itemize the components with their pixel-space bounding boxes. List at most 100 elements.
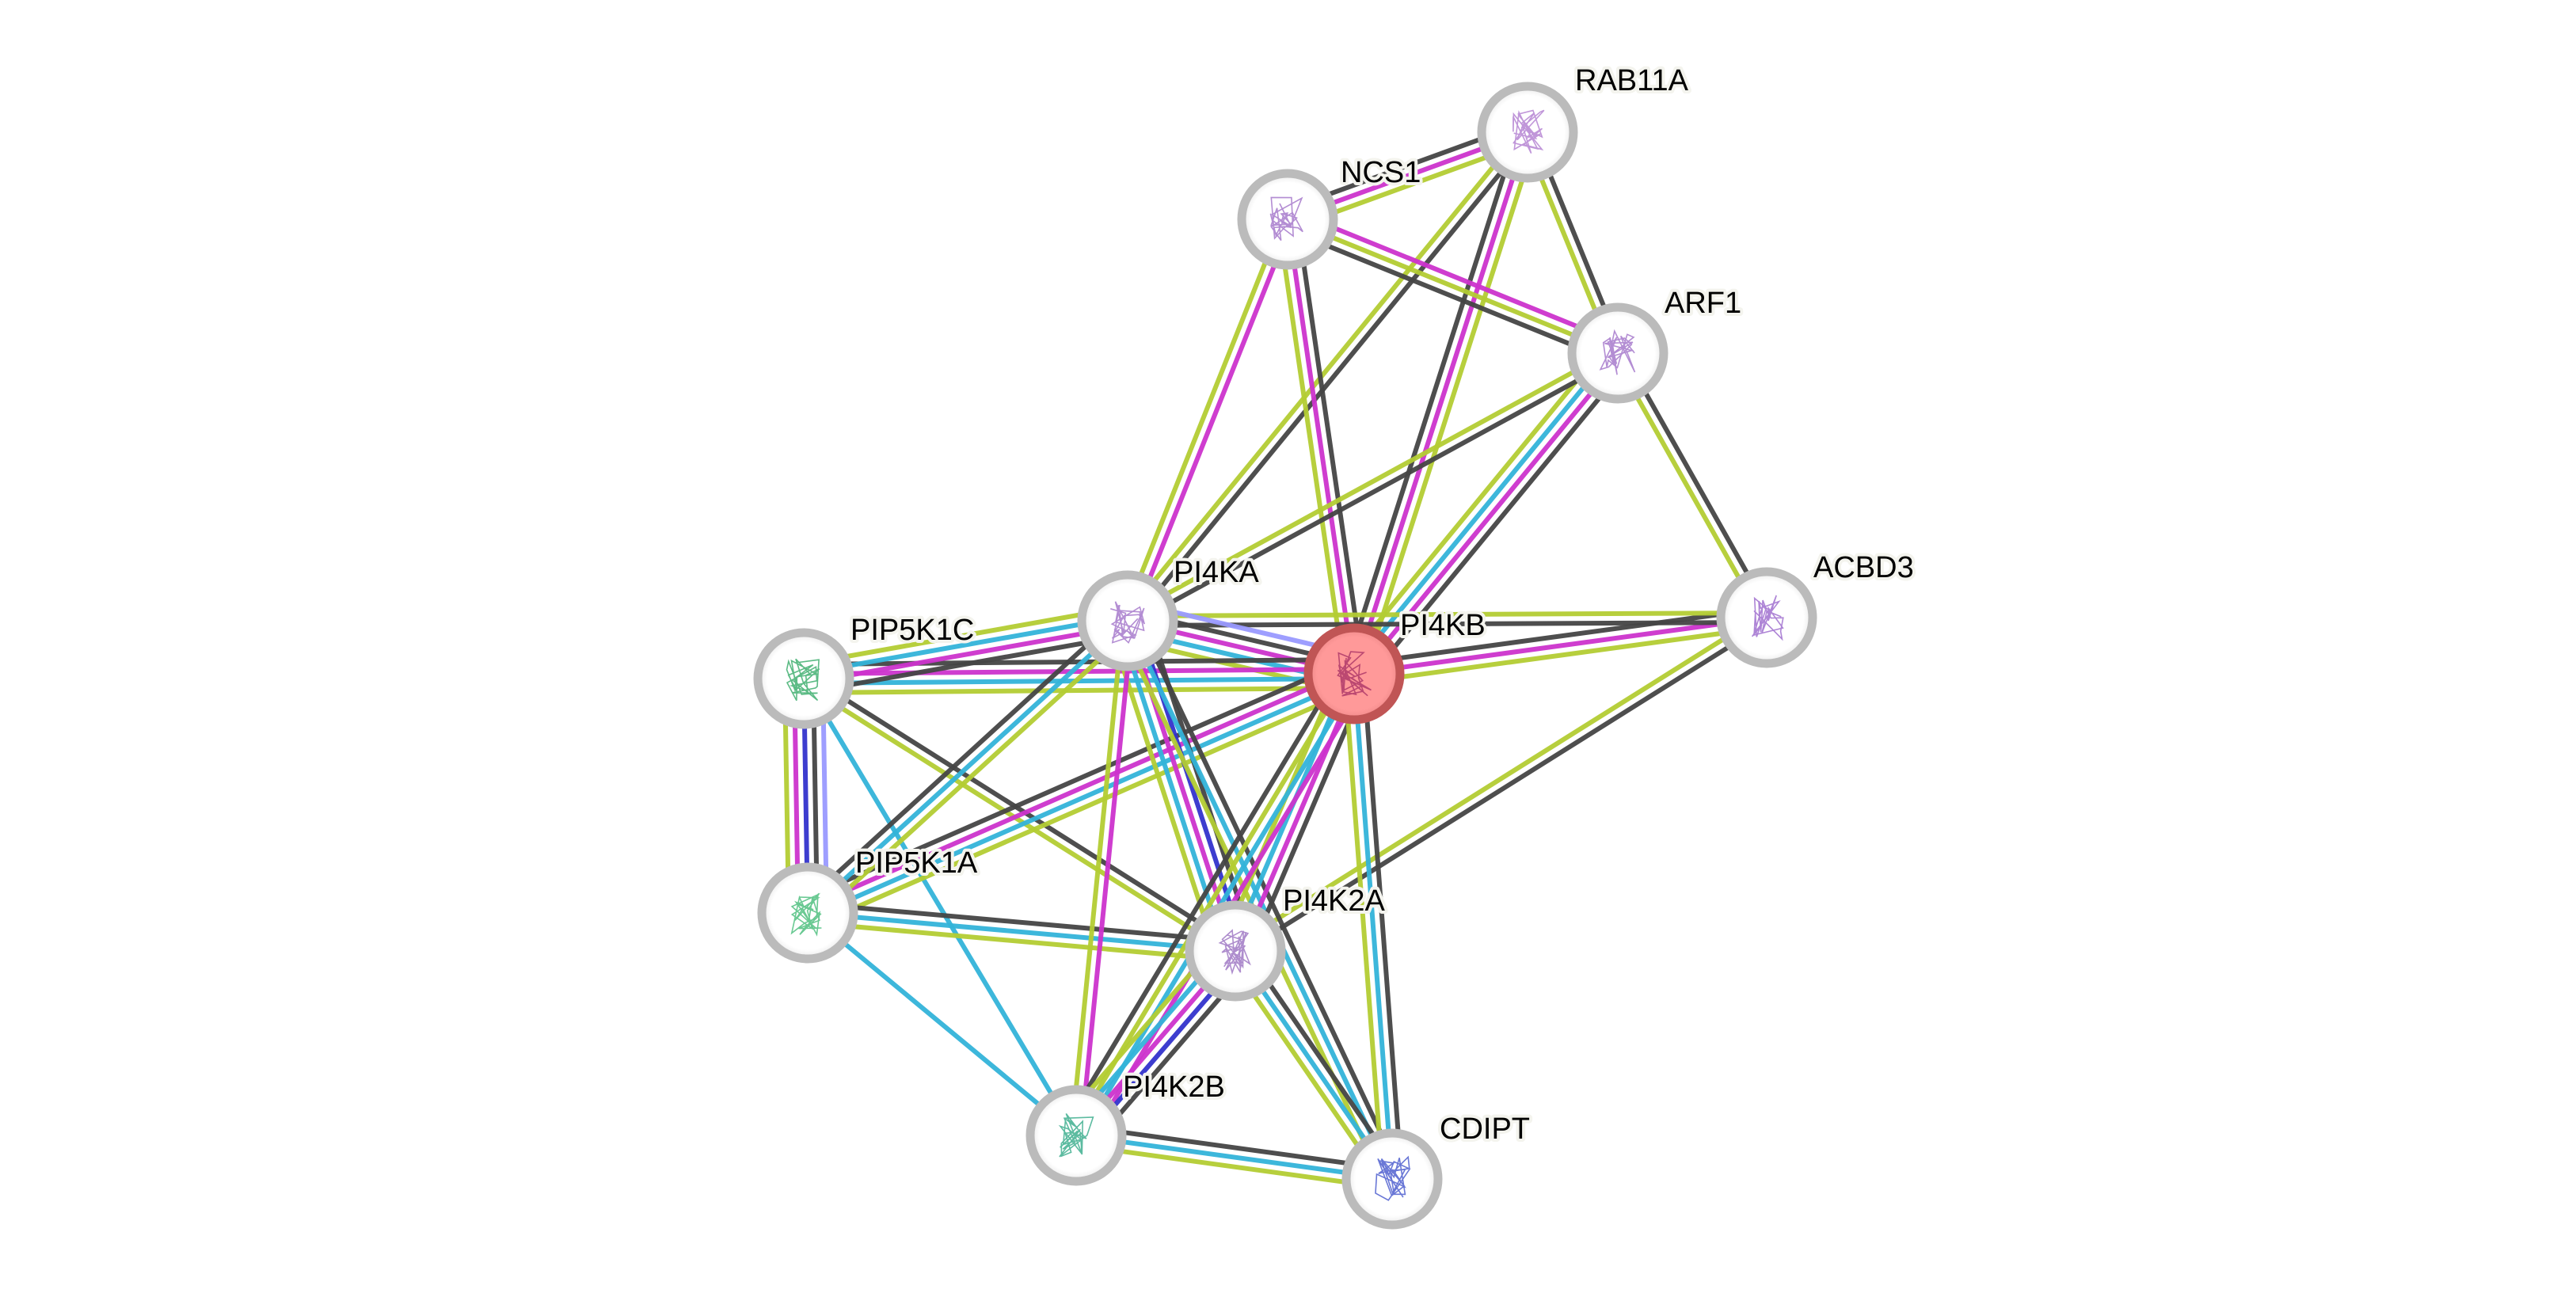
node-label: PIP5K1A bbox=[855, 846, 978, 880]
node-CDIPT[interactable]: CDIPT bbox=[1341, 1109, 1533, 1230]
edge-channel-textmining bbox=[804, 685, 1355, 695]
node-label: PI4K2B bbox=[1123, 1071, 1225, 1104]
edge-channel-textmining bbox=[1127, 610, 1767, 619]
edge-channel-textmining bbox=[812, 626, 1136, 922]
edge-channel-experiments bbox=[1237, 675, 1361, 954]
edge-channel-textmining bbox=[812, 684, 1361, 929]
edge-channel-textmining bbox=[806, 919, 1235, 963]
edge-PIP5K1A-PI4K2B[interactable] bbox=[806, 911, 1078, 1138]
edge-channel-coexpression bbox=[808, 901, 1237, 945]
node-PI4KA[interactable]: PI4KA bbox=[1077, 553, 1262, 671]
edge-channel-experiments bbox=[1353, 615, 1767, 676]
edge-channel-coexpression bbox=[1134, 615, 1403, 1177]
edge-channel-databases bbox=[801, 677, 1079, 1137]
edge-PIP5K1C-PI4K2B[interactable] bbox=[801, 677, 1079, 1137]
node-PIP5K1A[interactable]: PIP5K1A bbox=[757, 843, 981, 964]
edge-channel-databases bbox=[805, 618, 1130, 915]
edge-channel-coexpression bbox=[1294, 217, 1366, 673]
edge-channel-coexpression bbox=[1077, 1124, 1395, 1173]
node-label: ARF1 bbox=[1665, 287, 1741, 320]
edge-channel-coexpression bbox=[1128, 355, 1622, 627]
edge-channel-experiments bbox=[1352, 131, 1530, 675]
edge-channel-coexpression bbox=[1360, 672, 1404, 1179]
protein-structure-icon bbox=[1058, 1113, 1094, 1158]
edge-channel-textmining bbox=[1069, 620, 1126, 1135]
edge-channel-coexpression bbox=[1342, 128, 1521, 672]
edges-layer bbox=[782, 120, 1773, 1191]
edge-ARF1-PI4KA[interactable] bbox=[1124, 347, 1622, 627]
node-label: NCS1 bbox=[1341, 156, 1421, 189]
edge-channel-coexpression bbox=[1363, 360, 1631, 685]
edge-channel-textmining bbox=[1360, 134, 1539, 678]
protein-structure-icon bbox=[1375, 1155, 1411, 1201]
node-PI4K2A[interactable]: PI4K2A bbox=[1185, 881, 1389, 1002]
node-label: PIP5K1C bbox=[850, 614, 974, 647]
edge-PI4KA-PI4K2B[interactable] bbox=[1069, 620, 1135, 1136]
edge-channel-textmining bbox=[1342, 674, 1386, 1181]
edge-channel-textmining bbox=[1074, 1142, 1391, 1191]
node-circle bbox=[1077, 570, 1178, 671]
node-PIP5K1C[interactable]: PIP5K1C bbox=[753, 610, 977, 729]
node-NCS1[interactable]: NCS1 bbox=[1237, 153, 1424, 270]
node-PI4K2B[interactable]: PI4K2B bbox=[1025, 1067, 1228, 1186]
edge-channel-coexpression bbox=[805, 672, 1239, 949]
node-RAB11A[interactable]: RAB11A bbox=[1477, 61, 1692, 183]
edge-channel-textmining bbox=[1276, 220, 1348, 676]
edge-channel-databases bbox=[1075, 1133, 1393, 1181]
edge-PI4KB-CDIPT[interactable] bbox=[1342, 672, 1404, 1181]
node-circle bbox=[1303, 623, 1405, 724]
edge-channel-experiments bbox=[1356, 354, 1623, 679]
node-ARF1[interactable]: ARF1 bbox=[1567, 283, 1745, 404]
edge-NCS1-PI4KB[interactable] bbox=[1276, 217, 1366, 676]
edge-channel-experiments bbox=[1129, 220, 1295, 624]
edge-channel-textmining bbox=[1231, 611, 1766, 949]
edge-channel-textmining bbox=[1341, 342, 1609, 667]
edge-channel-databases bbox=[1352, 673, 1395, 1180]
edge-channel-experiments bbox=[1078, 621, 1135, 1136]
node-label: CDIPT bbox=[1440, 1112, 1530, 1146]
edge-channel-coexpression bbox=[803, 657, 1354, 667]
node-ACBD3[interactable]: ACBD3 bbox=[1716, 548, 1917, 668]
edge-PIP5K1C-PI4K2A[interactable] bbox=[800, 672, 1239, 957]
edge-channel-databases bbox=[806, 911, 1078, 1138]
protein-structure-icon bbox=[1269, 196, 1303, 241]
edge-channel-coexpression bbox=[1062, 665, 1345, 1130]
node-label: PI4KB bbox=[1400, 609, 1486, 642]
edge-channel-databases bbox=[1349, 348, 1616, 673]
edge-channel-experiments bbox=[805, 667, 1353, 911]
edge-NCS1-ARF1[interactable] bbox=[1283, 208, 1623, 364]
edge-channel-experiments bbox=[803, 667, 1354, 677]
edge-NCS1-PI4KA[interactable] bbox=[1121, 216, 1295, 624]
edge-RAB11A-PI4KA[interactable] bbox=[1122, 127, 1533, 626]
protein-structure-icon bbox=[790, 892, 822, 937]
edge-channel-coexpression bbox=[805, 632, 1131, 695]
edge-ACBD3-PI4KB[interactable] bbox=[1352, 606, 1769, 686]
edge-ACBD3-PI4K2A[interactable] bbox=[1231, 611, 1771, 957]
node-label: ACBD3 bbox=[1813, 551, 1914, 584]
edge-PIP5K1C-PI4KA[interactable] bbox=[801, 604, 1131, 695]
edge-PI4K2B-CDIPT[interactable] bbox=[1074, 1124, 1395, 1191]
edge-channel-textmining bbox=[1286, 217, 1619, 356]
edge-channel-databases bbox=[809, 675, 1357, 920]
edge-channel-databases bbox=[802, 614, 1128, 677]
edge-channel-cooccurrence bbox=[1134, 617, 1247, 949]
edge-channel-coexpression bbox=[1352, 606, 1766, 667]
edge-PIP5K1A-PI4KA[interactable] bbox=[799, 611, 1136, 922]
edge-ARF1-ACBD3[interactable] bbox=[1611, 349, 1773, 622]
edge-channel-databases bbox=[807, 911, 1236, 953]
protein-structure-icon bbox=[786, 658, 820, 702]
node-label: PI4K2A bbox=[1283, 884, 1386, 918]
edge-RAB11A-PI4KB[interactable] bbox=[1342, 128, 1539, 678]
protein-structure-icon bbox=[1218, 929, 1251, 975]
edge-PIP5K1A-PI4K2A[interactable] bbox=[806, 901, 1237, 963]
node-PI4KB[interactable]: PI4KB bbox=[1303, 606, 1489, 724]
edge-channel-experiments bbox=[1285, 219, 1356, 675]
edge-channel-coexpression bbox=[1283, 226, 1615, 364]
edge-channel-textmining bbox=[1124, 347, 1617, 619]
node-circle bbox=[753, 628, 854, 729]
edge-channel-textmining bbox=[1121, 216, 1286, 620]
edge-PIP5K1A-PI4KB[interactable] bbox=[801, 658, 1361, 929]
edge-channel-textmining bbox=[801, 604, 1126, 667]
